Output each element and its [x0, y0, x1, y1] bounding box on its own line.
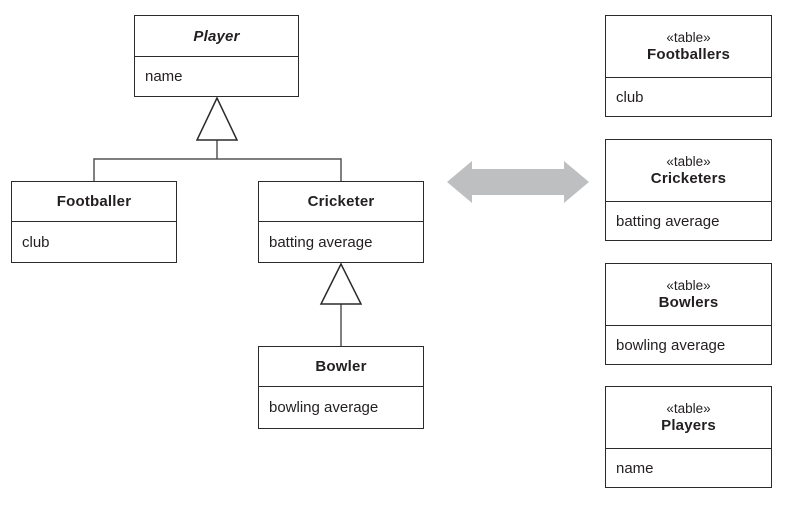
class-box-player: Player name [134, 15, 299, 97]
table-header-cricketers: «table» Cricketers [606, 140, 771, 202]
table-header-bowlers: «table» Bowlers [606, 264, 771, 326]
class-name-bowler: Bowler [259, 347, 423, 387]
class-name-cricketer: Cricketer [259, 182, 423, 222]
table-column-bowlers-bowling-average: bowling average [616, 336, 726, 354]
class-box-cricketer: Cricketer batting average [258, 181, 424, 263]
class-name-footballer: Footballer [12, 182, 176, 222]
stereotype-label: «table» [666, 154, 711, 169]
class-attribute-cricketer-batting-average: batting average [269, 233, 373, 251]
stereotype-label: «table» [666, 30, 711, 45]
table-box-bowlers: «table» Bowlers bowling average [605, 263, 772, 365]
table-column-cricketers-batting-average: batting average [616, 212, 720, 230]
class-box-footballer: Footballer club [11, 181, 177, 263]
table-name-cricketers: Cricketers [650, 170, 727, 187]
table-header-players: «table» Players [606, 387, 771, 449]
generalization-triangle-icon [319, 262, 363, 305]
class-attribute-player-name: name [145, 68, 183, 85]
class-name-player: Player [135, 16, 298, 57]
stereotype-label: «table» [666, 278, 711, 293]
mapping-arrow-icon [447, 161, 589, 203]
class-attribute-footballer-club: club [22, 233, 50, 251]
stereotype-label: «table» [666, 401, 711, 416]
table-column-footballers-club: club [616, 88, 644, 106]
class-box-bowler: Bowler bowling average [258, 346, 424, 429]
table-name-footballers: Footballers [646, 46, 731, 63]
table-box-cricketers: «table» Cricketers batting average [605, 139, 772, 241]
table-box-footballers: «table» Footballers club [605, 15, 772, 117]
table-box-players: «table» Players name [605, 386, 772, 488]
table-column-players-name: name [616, 459, 654, 477]
table-header-footballers: «table» Footballers [606, 16, 771, 78]
table-name-bowlers: Bowlers [658, 294, 719, 311]
generalization-triangle-icon [195, 96, 239, 141]
table-name-players: Players [661, 417, 716, 434]
class-attribute-bowler-bowling-average: bowling average [269, 399, 379, 416]
